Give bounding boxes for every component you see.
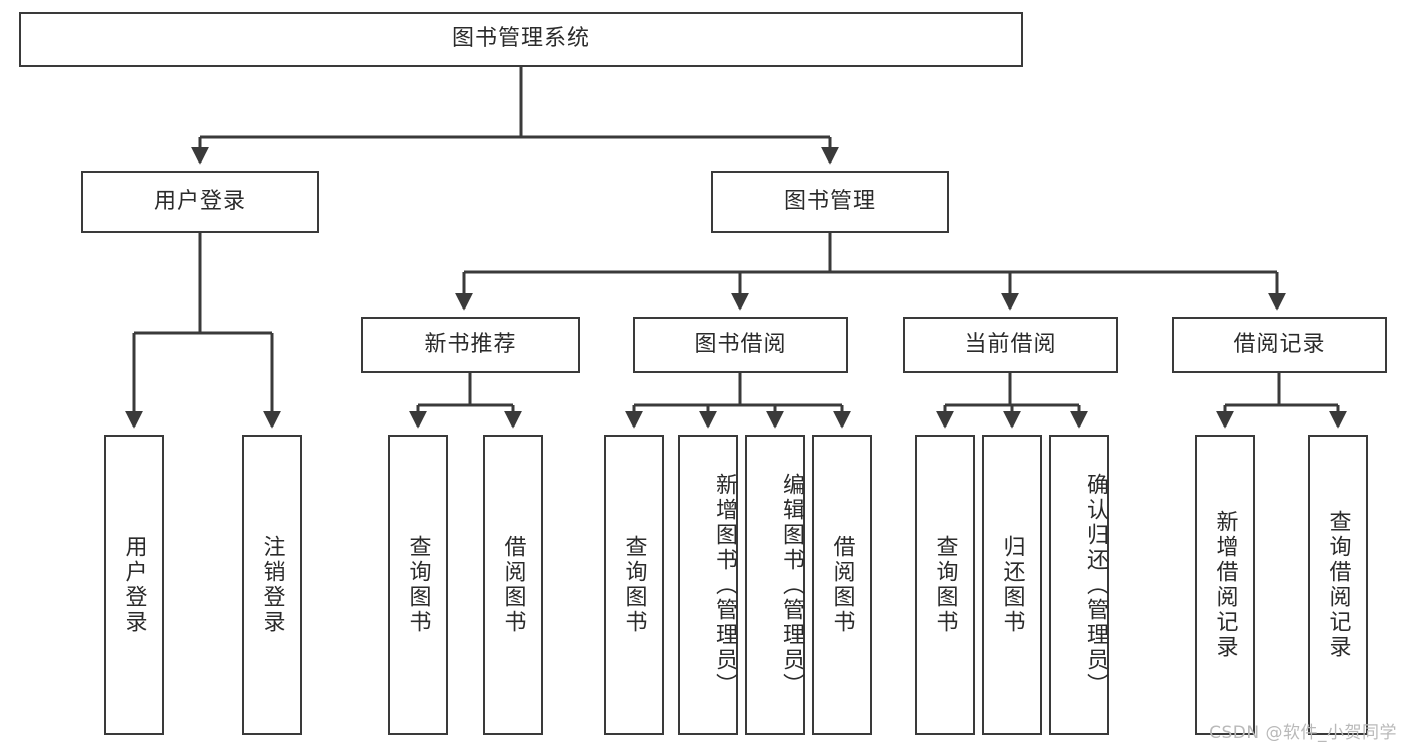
leaf-add-book-admin[interactable]: 新增图书（管理员） <box>678 435 738 735</box>
leaf-confirm-return-admin[interactable]: 确认归还（管理员） <box>1049 435 1109 735</box>
node-borrow-record[interactable]: 借阅记录 <box>1172 317 1387 373</box>
leaf-query-book-current[interactable]: 查询图书 <box>915 435 975 735</box>
leaf-query-borrow-record[interactable]: 查询借阅记录 <box>1308 435 1368 735</box>
node-book-borrow[interactable]: 图书借阅 <box>633 317 848 373</box>
leaf-borrow-book-recommend[interactable]: 借阅图书 <box>483 435 543 735</box>
watermark-text: CSDN @软件_小贺同学 <box>1209 723 1397 743</box>
leaf-logout[interactable]: 注销登录 <box>242 435 302 735</box>
leaf-edit-book-admin[interactable]: 编辑图书（管理员） <box>745 435 805 735</box>
leaf-add-borrow-record[interactable]: 新增借阅记录 <box>1195 435 1255 735</box>
leaf-return-book[interactable]: 归还图书 <box>982 435 1042 735</box>
leaf-user-login[interactable]: 用户登录 <box>104 435 164 735</box>
node-user-login[interactable]: 用户登录 <box>81 171 319 233</box>
node-new-book-recommend[interactable]: 新书推荐 <box>361 317 580 373</box>
node-root[interactable]: 图书管理系统 <box>19 12 1023 67</box>
node-book-management[interactable]: 图书管理 <box>711 171 949 233</box>
node-current-borrow[interactable]: 当前借阅 <box>903 317 1118 373</box>
leaf-query-book-borrow[interactable]: 查询图书 <box>604 435 664 735</box>
leaf-borrow-book[interactable]: 借阅图书 <box>812 435 872 735</box>
leaf-query-book-recommend[interactable]: 查询图书 <box>388 435 448 735</box>
